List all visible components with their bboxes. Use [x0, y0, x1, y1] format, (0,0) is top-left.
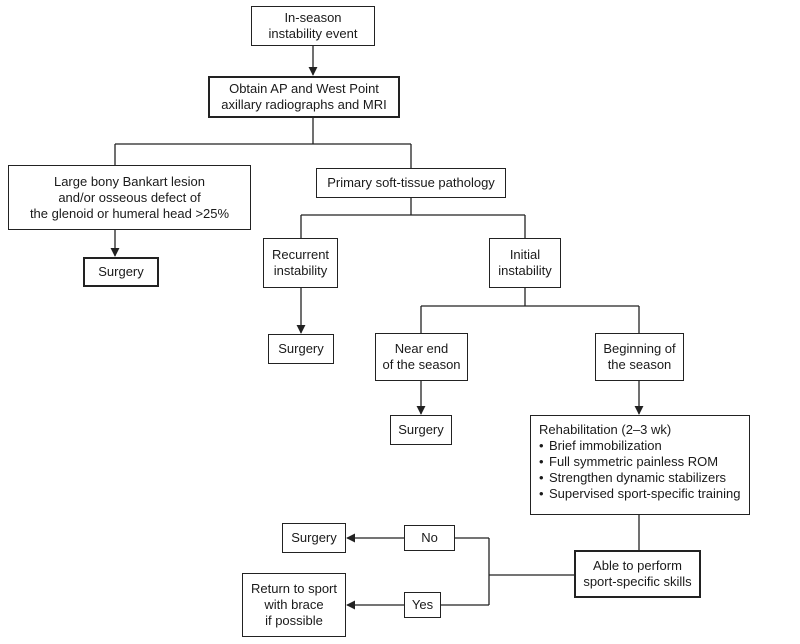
node-surgery-final: Surgery	[282, 523, 346, 553]
node-soft-tissue: Primary soft-tissue pathology	[316, 168, 506, 198]
rehab-list: •Brief immobilization •Full symmetric pa…	[539, 438, 740, 502]
node-yes: Yes	[404, 592, 441, 618]
rehab-item: •Full symmetric painless ROM	[539, 454, 719, 469]
node-no: No	[404, 525, 455, 551]
rehab-item: •Supervised sport-specific training	[539, 486, 741, 501]
rehab-item: •Strengthen dynamic stabilizers	[539, 470, 727, 485]
node-surgery-bony: Surgery	[83, 257, 159, 287]
node-rehabilitation: Rehabilitation (2–3 wk) •Brief immobiliz…	[530, 415, 750, 515]
node-surgery-recurrent: Surgery	[268, 334, 334, 364]
rehab-title: Rehabilitation (2–3 wk)	[539, 422, 672, 437]
node-surgery-near-end: Surgery	[390, 415, 452, 445]
rehab-item: •Brief immobilization	[539, 438, 662, 453]
